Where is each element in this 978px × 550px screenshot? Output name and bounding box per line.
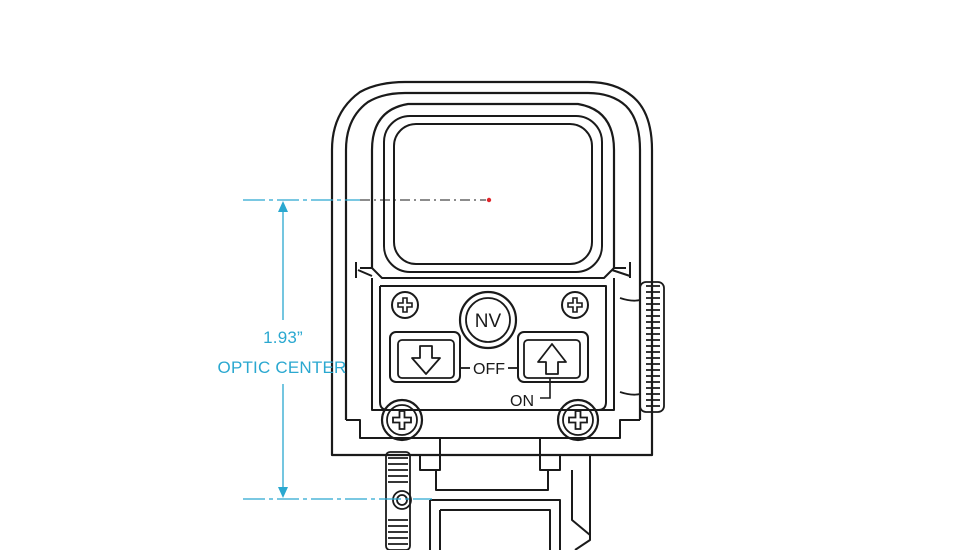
reticle-dot [486,197,492,203]
elevation-knob[interactable] [619,281,665,413]
phillips-screw-icon [568,410,588,430]
nv-button-label: NV [475,311,502,332]
optic-hood [330,80,654,457]
control-panel [346,262,640,456]
screw-bottom-left [380,398,424,442]
cross-bolt [385,451,412,550]
dimension-caption: OPTIC CENTER [218,358,347,377]
phillips-screw-icon [567,297,583,313]
dimension-annotation [243,199,432,500]
rail-mount [419,438,591,550]
brightness-down-button[interactable] [389,331,461,383]
phillips-screw-icon [397,297,413,313]
phillips-screw-icon [392,410,412,430]
center-reference [360,197,492,203]
screw-bottom-right [556,398,600,442]
dimension-value: 1.93” [263,328,303,347]
nv-button[interactable]: NV [458,290,518,350]
arrow-down-icon [411,345,441,375]
on-indicator: ON [510,378,551,410]
screw-top-right [561,291,589,319]
arrow-up-icon [537,343,567,375]
on-label: ON [510,393,534,410]
brightness-up-button[interactable] [517,331,589,383]
off-label: OFF [473,361,505,378]
optic-window [383,115,603,273]
off-indicator: OFF [460,361,518,378]
screw-top-left [391,291,419,319]
